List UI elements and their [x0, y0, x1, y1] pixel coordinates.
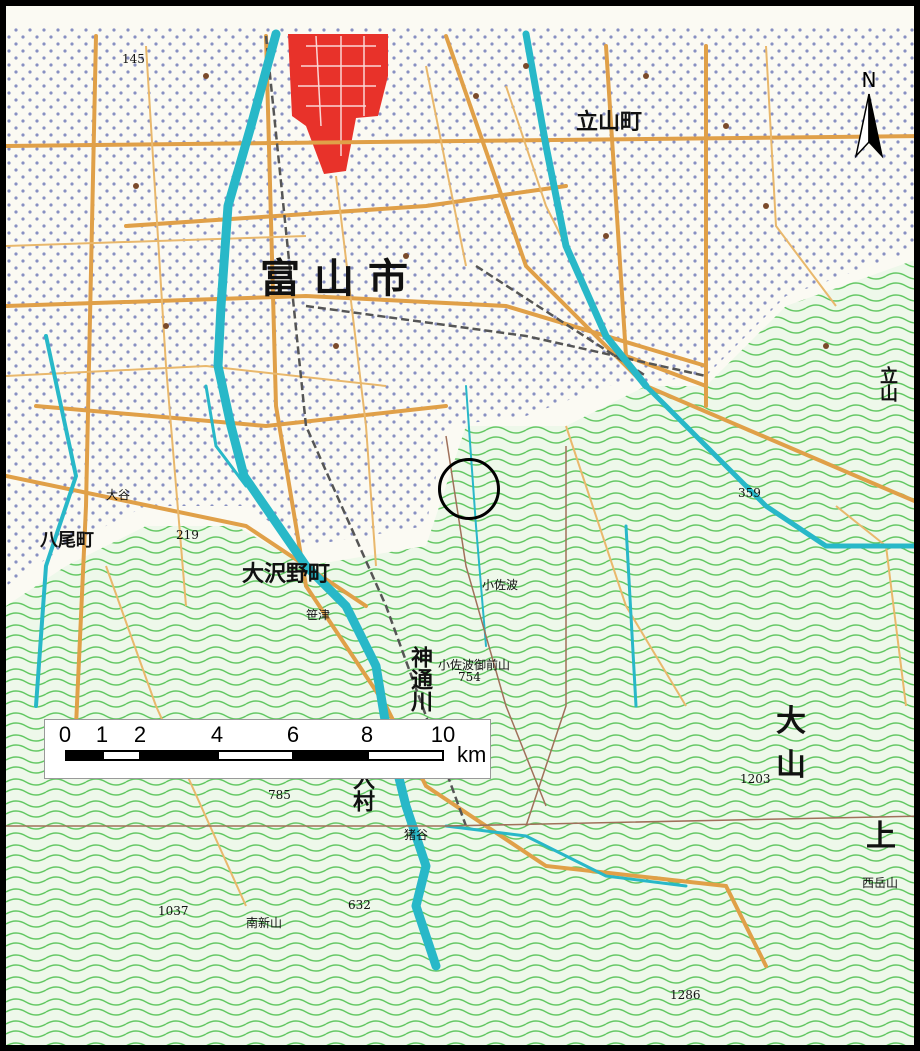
- scale-tick-label: 4: [210, 722, 224, 747]
- scale-tick-label: 8: [360, 722, 374, 747]
- north-label: N: [861, 68, 877, 92]
- scale-segment: [293, 750, 368, 761]
- scale-segment: [102, 750, 141, 761]
- scale-bar: 0 1 2 4 6 8 10 km: [44, 719, 491, 779]
- scale-tick-label: 10: [430, 722, 456, 747]
- scale-segment: [65, 750, 103, 761]
- location-marker-circle: [438, 458, 500, 520]
- scale-tick-label: 2: [133, 722, 147, 747]
- scale-segment: [140, 750, 218, 761]
- scale-tick-label: 1: [95, 722, 109, 747]
- scale-segment: [217, 750, 294, 761]
- scale-tick-label: 0: [58, 722, 72, 747]
- urban-area: [288, 34, 388, 174]
- jinzu-river: [213, 29, 441, 971]
- scale-segment: [367, 750, 444, 761]
- scale-tick-label: 6: [286, 722, 300, 747]
- topographic-map: [6, 26, 914, 1045]
- north-arrow: N: [848, 68, 890, 160]
- scale-unit: km: [457, 742, 487, 767]
- north-arrow-icon: [854, 93, 884, 159]
